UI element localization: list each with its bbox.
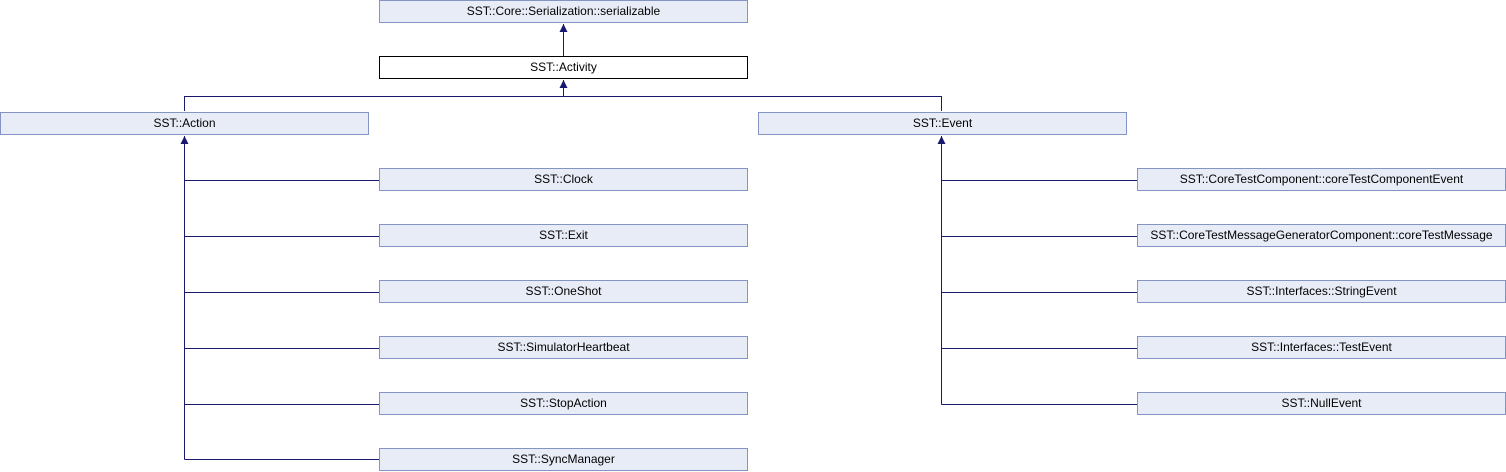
node-action[interactable]: SST::Action [0,112,369,135]
node-null-event[interactable]: SST::NullEvent [1137,392,1506,415]
edge-action-event-bus [184,96,942,111]
node-stop-action[interactable]: SST::StopAction [379,392,748,415]
node-string-event[interactable]: SST::Interfaces::StringEvent [1137,280,1506,303]
node-exit[interactable]: SST::Exit [379,224,748,247]
node-core-test-message[interactable]: SST::CoreTestMessageGeneratorComponent::… [1137,224,1506,247]
node-simulator-heartbeat[interactable]: SST::SimulatorHeartbeat [379,336,748,359]
node-oneshot[interactable]: SST::OneShot [379,280,748,303]
node-test-event[interactable]: SST::Interfaces::TestEvent [1137,336,1506,359]
node-event[interactable]: SST::Event [758,112,1127,135]
node-core-test-component-event[interactable]: SST::CoreTestComponent::coreTestComponen… [1137,168,1506,191]
node-sync-manager[interactable]: SST::SyncManager [379,448,748,471]
node-clock[interactable]: SST::Clock [379,168,748,191]
node-serializable[interactable]: SST::Core::Serialization::serializable [379,0,748,23]
node-activity: SST::Activity [379,56,748,79]
